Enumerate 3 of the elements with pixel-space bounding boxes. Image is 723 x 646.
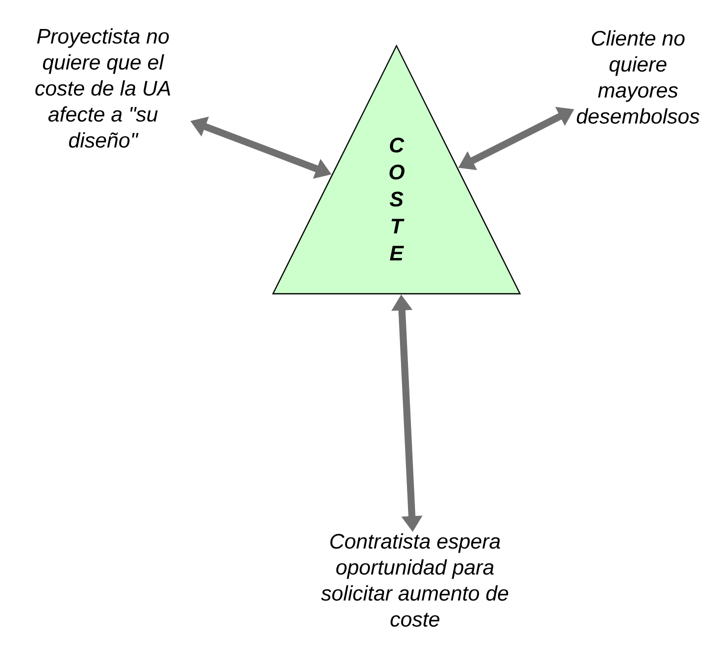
note-text: Contratista espera oportunidad para solicitar aumento de coste [321,533,508,627]
note-text: Proyectista no quiere que el coste de la UA afecte a "su diseño" [35,28,170,148]
note-text: Cliente no quiere mayores desembolsos [576,30,700,124]
